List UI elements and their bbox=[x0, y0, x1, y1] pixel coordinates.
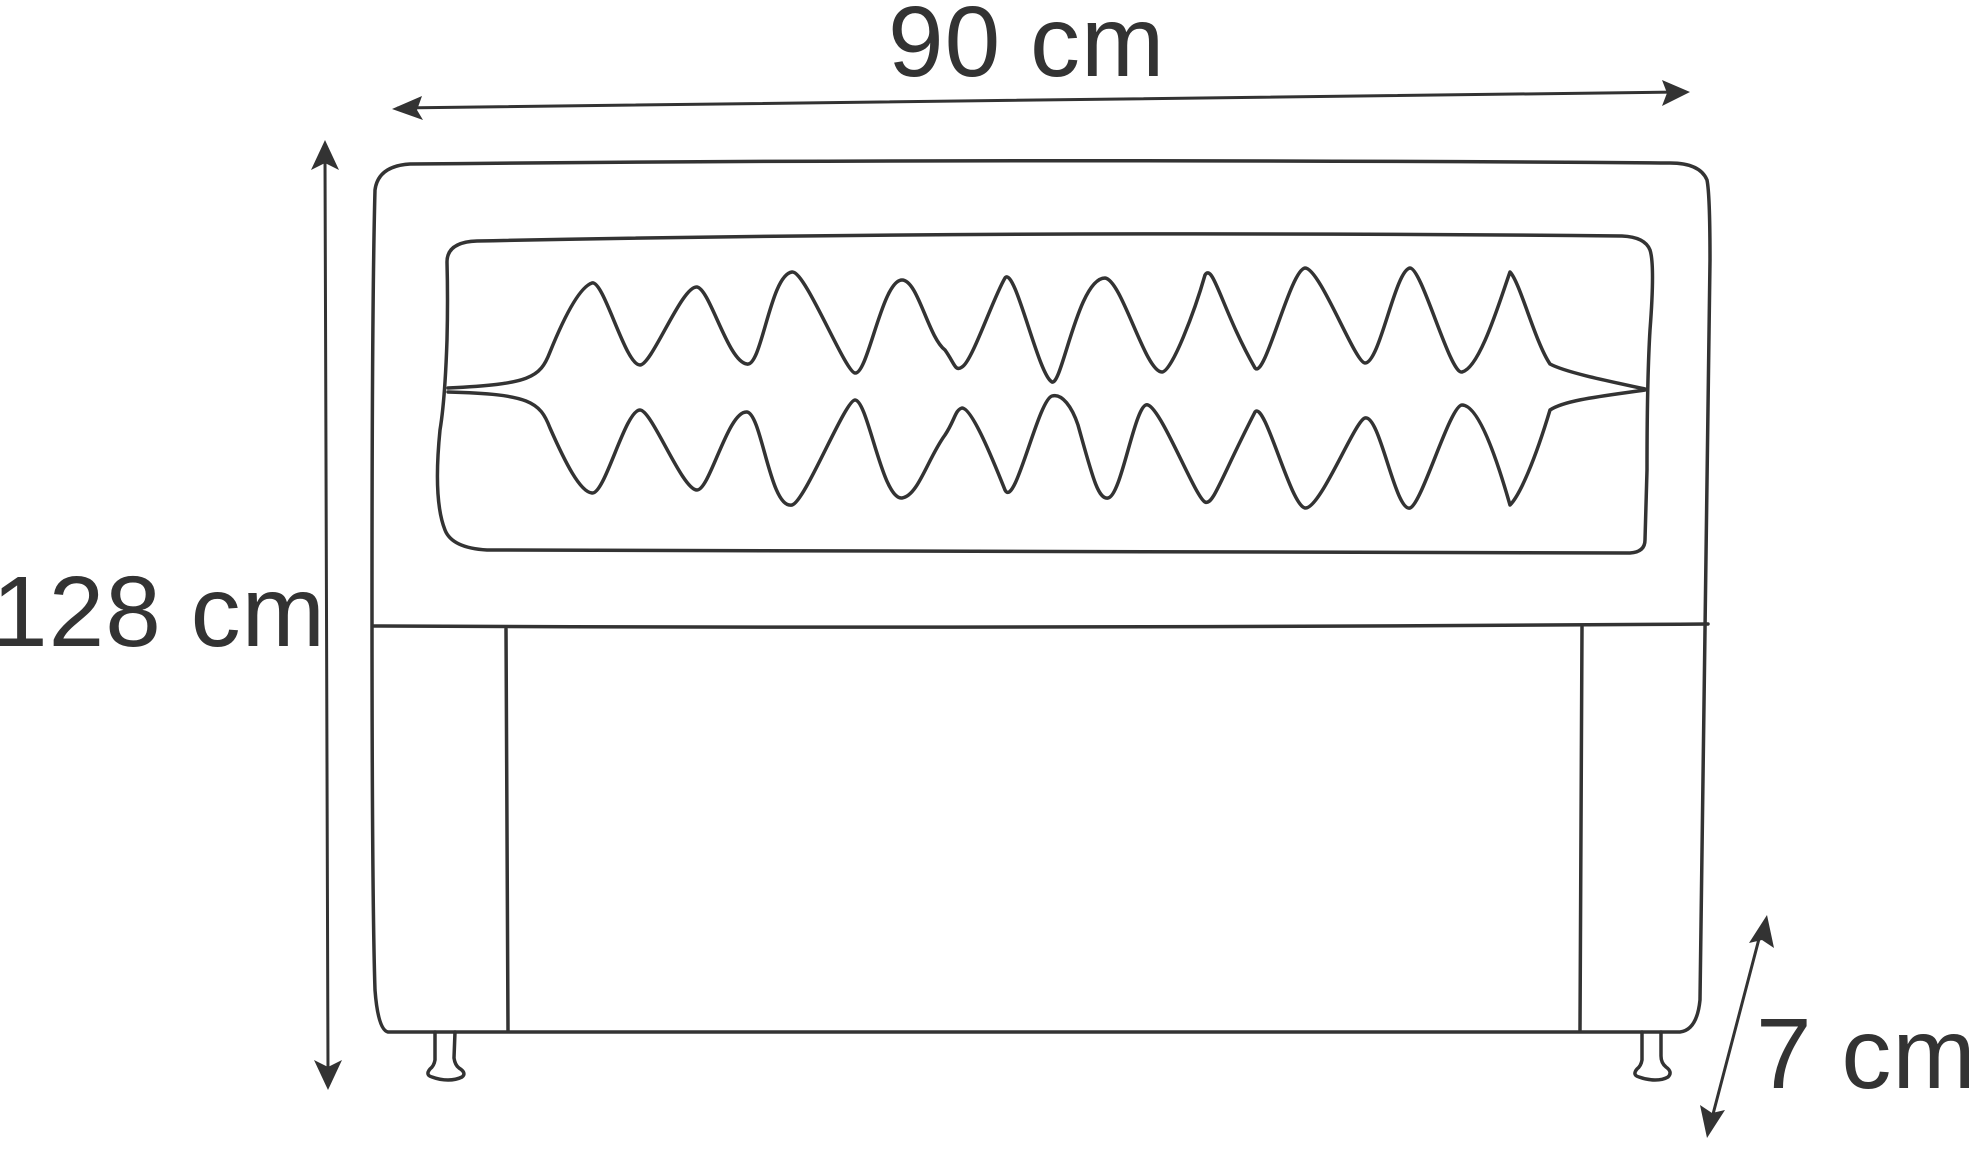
width-dimension-line bbox=[396, 90, 1682, 110]
tufted-panel-outline bbox=[435, 232, 1655, 555]
depth-dimension-line bbox=[1710, 933, 1762, 1120]
height-label: 128 cm bbox=[0, 556, 326, 668]
left-leg bbox=[426, 1030, 466, 1082]
upper-tufting-wave bbox=[446, 266, 1647, 391]
seat-line bbox=[372, 622, 1710, 629]
depth-arrow-top bbox=[1749, 915, 1774, 948]
right-leg bbox=[1633, 1030, 1672, 1082]
inner-panel-right-edge bbox=[1578, 625, 1584, 1032]
height-arrow-top bbox=[311, 140, 339, 170]
height-arrow-bottom bbox=[314, 1060, 342, 1090]
width-arrow-right bbox=[1662, 80, 1690, 106]
width-label: 90 cm bbox=[888, 0, 1166, 98]
width-arrow-left bbox=[392, 96, 423, 120]
depth-label: 7 cm bbox=[1756, 998, 1969, 1110]
lower-tufting-wave bbox=[446, 388, 1647, 510]
depth-arrow-bottom bbox=[1700, 1105, 1725, 1138]
headboard-outer-frame bbox=[370, 158, 1712, 1034]
inner-panel-left-edge bbox=[504, 627, 510, 1032]
height-dimension-line bbox=[323, 156, 330, 1072]
